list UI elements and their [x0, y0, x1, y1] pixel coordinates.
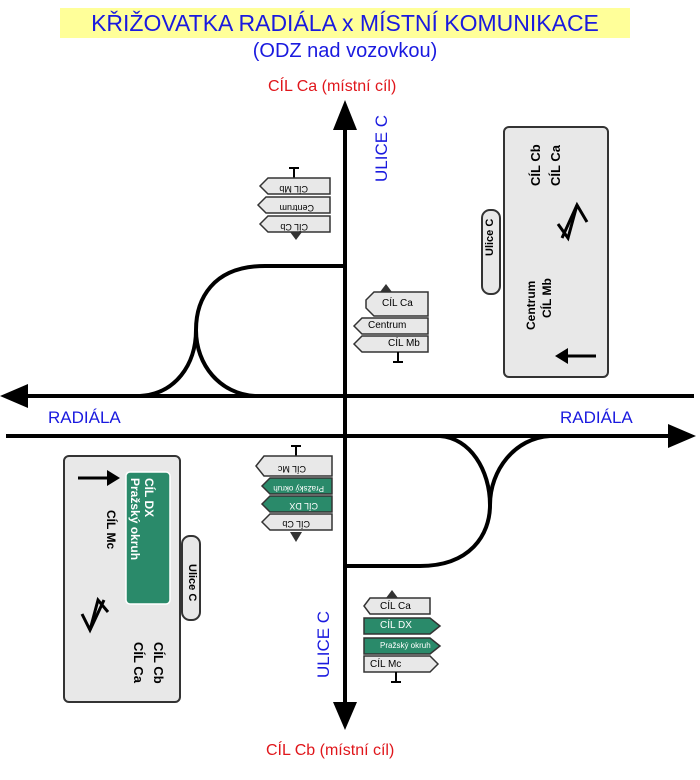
pointer-b-4-label: CÍL Mc [370, 659, 402, 670]
green-panel-bottom-left [125, 471, 171, 605]
pointer-r-arrow [380, 284, 392, 292]
arrow-north-head [333, 100, 357, 130]
destination-top: CÍL Ca (místní cíl) [268, 78, 397, 95]
arrow-east-head [668, 424, 696, 448]
ramp-bottom-right [345, 434, 493, 568]
street-tag-bottom-left [181, 535, 201, 621]
pointer-b-1 [363, 597, 431, 615]
pointer-b-3-label: Pražský okruh [380, 641, 431, 650]
arrow-right-head-bottom-left [107, 470, 120, 486]
pointer-b-arrow [386, 590, 398, 598]
street-tag-top-right [481, 209, 501, 295]
pointer-b-1-label: CÍL Ca [380, 601, 411, 612]
pointer-r-2 [352, 317, 429, 335]
pointer-c-4 [260, 513, 333, 531]
pointer-b-3 [363, 637, 442, 655]
arrow-left-head-top-right [555, 348, 568, 364]
pointer-tl-3 [258, 215, 331, 233]
road-label-radiala-right: RADIÁLA [560, 408, 633, 427]
pointer-r-3 [352, 335, 429, 353]
title-background [60, 8, 630, 38]
ramp-top-left [193, 264, 345, 398]
arrow-split-top-right [556, 204, 579, 242]
pointer-r-3-label: CÍL Mb [388, 338, 420, 349]
sign-panel-top-right [503, 126, 609, 378]
diagram-subtitle: (ODZ nad vozovkou) [252, 40, 438, 62]
destination-bottom: CÍL Cb (místní cíl) [266, 742, 395, 759]
pointer-tl-arrow [290, 232, 302, 240]
pointer-c-arrow [290, 532, 302, 542]
pointer-b-4 [363, 655, 440, 673]
arrow-south-head [333, 702, 357, 730]
pointer-r-1 [365, 291, 429, 317]
arrow-west-head [0, 384, 28, 408]
pointer-r-2-label: Centrum [368, 320, 407, 331]
arrow-split-bottom-left [88, 596, 110, 631]
ramp-top-left-merge [139, 329, 198, 398]
pointer-b-2 [363, 617, 442, 635]
road-label-radiala-left: RADIÁLA [48, 408, 121, 427]
pointer-b-2-label: CÍL DX [380, 620, 412, 631]
pointer-c-3 [260, 495, 333, 513]
diagram-title: KŘIŽOVATKA RADIÁLA x MÍSTNÍ KOMUNIKACE [91, 10, 599, 36]
pointer-c-1 [255, 455, 333, 477]
pointer-r-1-label: CÍL Ca [382, 298, 413, 309]
ramp-bottom-right-merge [488, 434, 551, 506]
pointer-tl-2 [256, 196, 331, 214]
pointer-c-2 [260, 477, 333, 495]
pointer-tl-1 [258, 177, 331, 195]
